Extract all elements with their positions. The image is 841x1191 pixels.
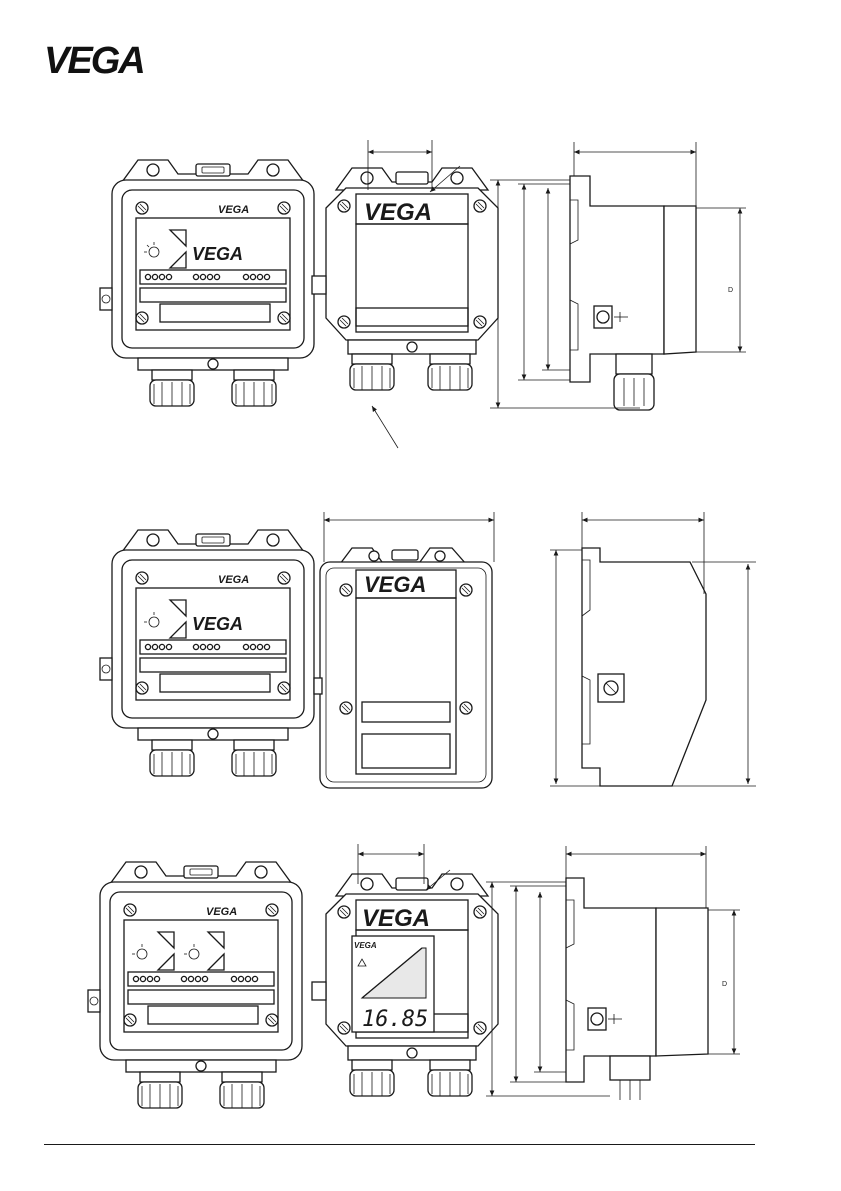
row3-side-view bbox=[566, 878, 708, 1100]
display-reading: 16.85 bbox=[362, 1007, 428, 1032]
dimension-d-row3: D bbox=[722, 981, 727, 988]
row3-open-housing bbox=[88, 862, 302, 1108]
row1-closed-housing: VEGA bbox=[312, 168, 498, 390]
lid-brand: VEGA bbox=[364, 199, 432, 226]
row1-open-housing: VEGA bbox=[100, 160, 314, 406]
row1-side-view bbox=[570, 176, 696, 410]
panel-brand: VEGA bbox=[192, 244, 243, 264]
display-brand: VEGA bbox=[354, 941, 377, 950]
panel-brand-2: VEGA bbox=[192, 614, 243, 634]
row2-side-view bbox=[582, 548, 706, 786]
row2-closed-housing: VEGA bbox=[314, 548, 492, 788]
footer-rule bbox=[44, 1144, 755, 1145]
row3-closed-housing: VEGA VEGA 16.85 bbox=[312, 874, 498, 1096]
lid-brand-2: VEGA bbox=[364, 572, 426, 597]
row2-open-housing: VEGA bbox=[100, 530, 314, 776]
lid-brand-3: VEGA bbox=[362, 905, 430, 932]
dimension-d-row1: D bbox=[728, 287, 733, 294]
